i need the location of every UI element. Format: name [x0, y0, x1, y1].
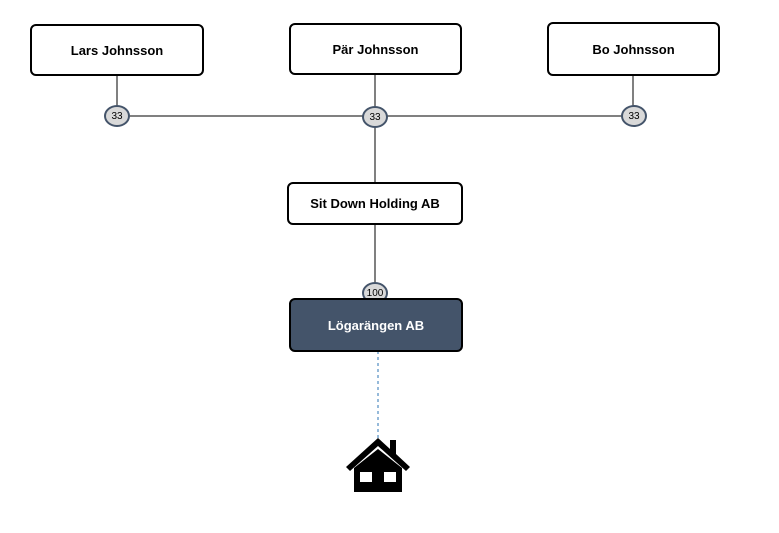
share-badge-lars: 33: [104, 105, 130, 127]
owner-box-lars: Lars Johnsson: [30, 24, 204, 76]
share-badge-par: 33: [362, 106, 388, 128]
owner-box-bo: Bo Johnsson: [547, 22, 720, 76]
share-badge-bo: 33: [621, 105, 647, 127]
subsidiary-box: Lögarängen AB: [289, 298, 463, 352]
holding-company-box: Sit Down Holding AB: [287, 182, 463, 225]
house-icon: [346, 438, 410, 492]
owner-box-par: Pär Johnsson: [289, 23, 462, 75]
